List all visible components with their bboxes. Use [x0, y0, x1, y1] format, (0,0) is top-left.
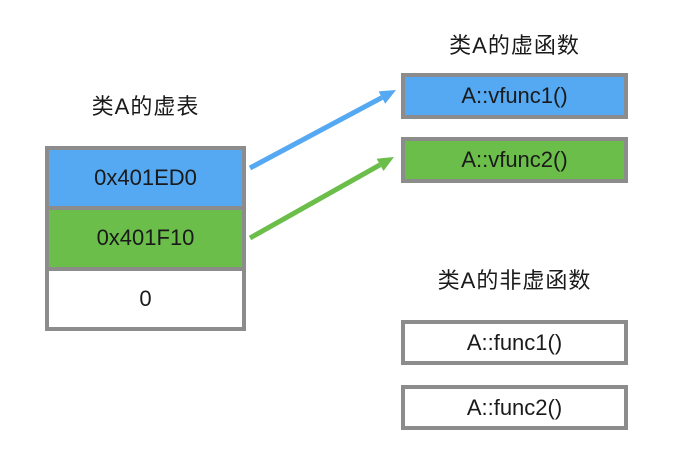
- vtable-row-null-terminator: 0: [49, 266, 242, 327]
- vtable-box: 0x401ED0 0x401F10 0: [45, 146, 246, 331]
- vtable-row-label: 0x401ED0: [94, 165, 197, 191]
- vtable-title: 类A的虚表: [91, 94, 200, 119]
- virtual-function-box-vfunc1: A::vfunc1(): [401, 73, 628, 119]
- vtable-row-label: 0x401F10: [96, 225, 195, 251]
- virtual-functions-title: 类A的虚函数: [449, 33, 580, 58]
- vfunc2-pointer-arrow: [248, 157, 394, 241]
- nonvirtual-function-box-func2: A::func2(): [401, 385, 628, 430]
- virtual-function-label: A::vfunc1(): [461, 83, 568, 108]
- nonvirtual-functions-title: 类A的非虚函数: [437, 268, 592, 293]
- nonvirtual-function-label: A::func2(): [466, 394, 563, 420]
- vtable-row-vfunc1-pointer: 0x401ED0: [49, 150, 242, 207]
- virtual-function-label: A::vfunc2(): [461, 147, 568, 172]
- nonvirtual-function-box-func1: A::func1(): [401, 320, 628, 365]
- vtable-row-vfunc2-pointer: 0x401F10: [49, 206, 242, 267]
- virtual-function-box-vfunc2: A::vfunc2(): [401, 137, 628, 183]
- vfunc1-pointer-arrow: [248, 90, 396, 171]
- nonvirtual-function-label: A::func1(): [466, 329, 563, 355]
- vtable-row-label: 0: [139, 285, 152, 311]
